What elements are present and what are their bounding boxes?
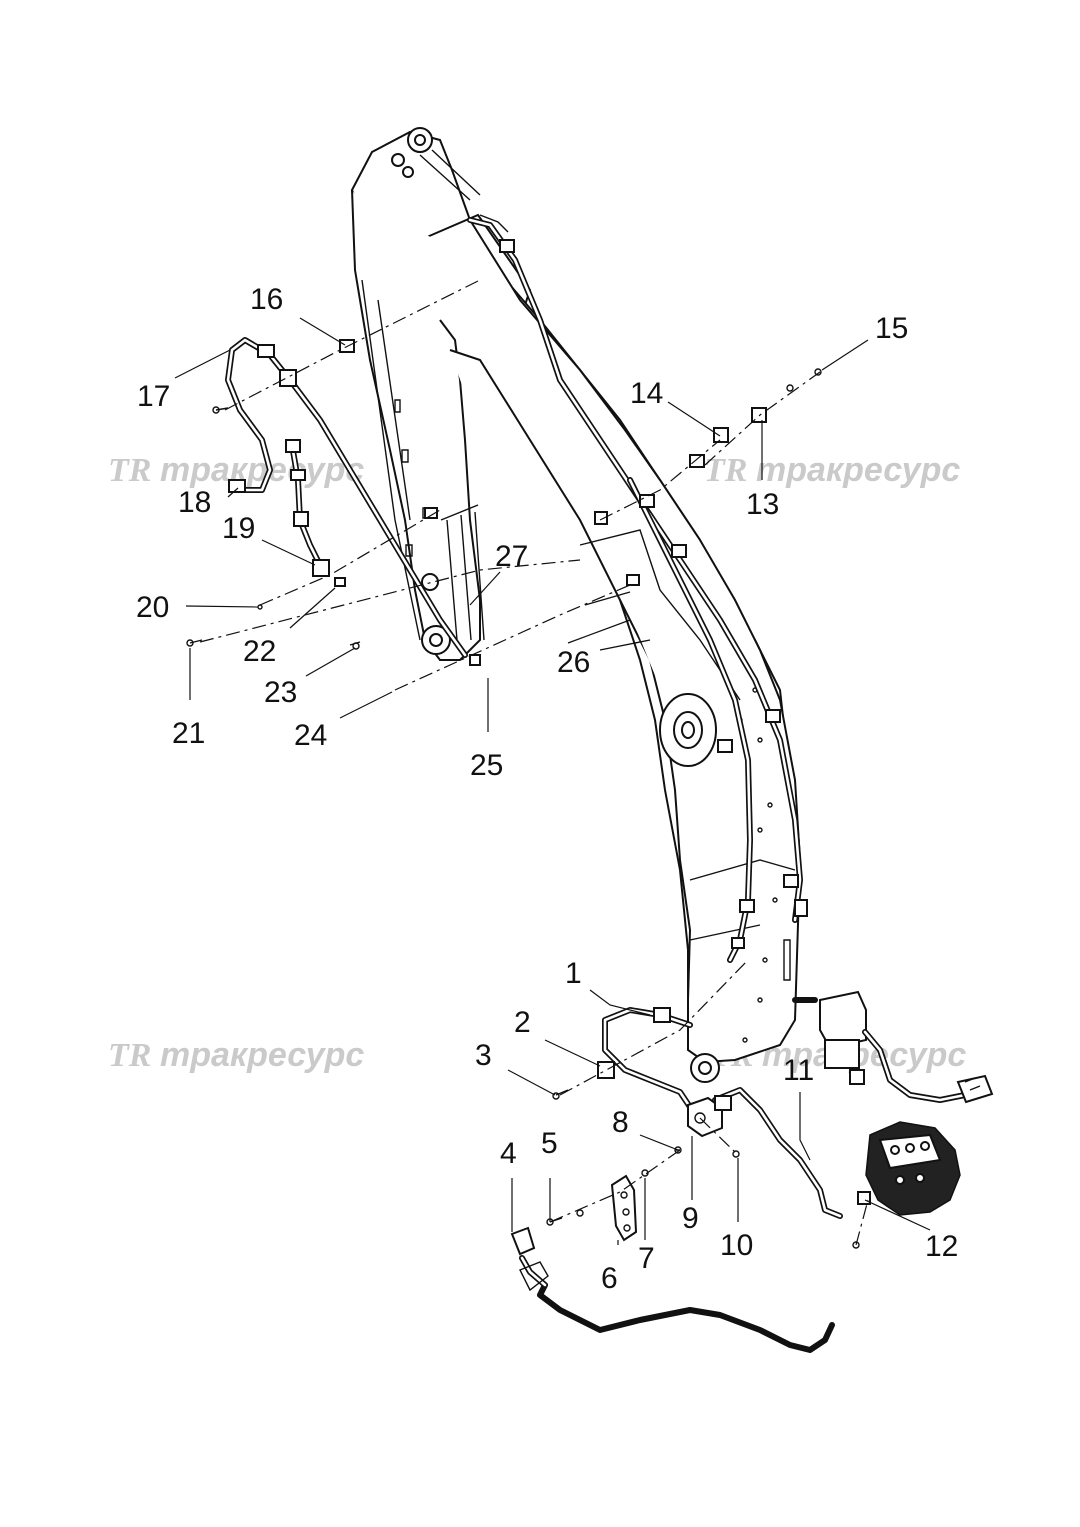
callout-1: 1: [565, 957, 582, 990]
callout-10: 10: [720, 1229, 753, 1262]
callout-23: 23: [264, 676, 297, 709]
watermark-text: тракресурс: [762, 1036, 966, 1074]
callout-6: 6: [601, 1262, 618, 1295]
watermark-text: тракресурс: [756, 451, 960, 489]
watermark-top-left: TR тракресурс: [108, 451, 364, 489]
callout-20: 20: [136, 591, 169, 624]
assembly-centerlines: [199, 279, 869, 1246]
leader-lines: [174, 317, 931, 1245]
callout-11: 11: [783, 1054, 814, 1087]
callout-15: 15: [875, 312, 908, 345]
callout-13: 13: [746, 488, 779, 521]
upper-right-clamps: [594, 368, 822, 525]
callout-5: 5: [541, 1127, 558, 1160]
watermark-logo: TR: [704, 452, 747, 489]
upper-left-hose-assembly: [186, 337, 481, 666]
callout-24: 24: [294, 719, 327, 752]
watermark-logo: TR: [108, 452, 151, 489]
clamp-13: [751, 407, 767, 423]
callout-8: 8: [612, 1106, 629, 1139]
excavator-boom: [350, 127, 802, 1083]
callout-14: 14: [630, 377, 663, 410]
watermark-text: тракресурс: [160, 1036, 364, 1074]
callout-3: 3: [475, 1039, 492, 1072]
callout-16: 16: [250, 283, 283, 316]
callout-19: 19: [222, 512, 255, 545]
lower-hose-assembly: [510, 990, 994, 1353]
callout-9: 9: [682, 1202, 699, 1235]
callout-25: 25: [470, 749, 503, 782]
watermark-bottom-left: TR тракресурс: [108, 1036, 364, 1074]
callout-labels: 1 2 3 4 5 6 7 8 9 10 11 12 13 14 15 16 1…: [136, 283, 958, 1295]
callout-17: 17: [137, 380, 170, 413]
callout-12: 12: [925, 1230, 958, 1263]
callout-4: 4: [500, 1137, 517, 1170]
clamp-14: [713, 427, 729, 443]
callout-26: 26: [557, 646, 590, 679]
callout-18: 18: [178, 486, 211, 519]
callout-27: 27: [495, 540, 528, 573]
callout-22: 22: [243, 635, 276, 668]
watermark-logo: TR: [108, 1037, 151, 1074]
callout-21: 21: [172, 717, 205, 750]
watermark-top-right: TR тракресурс: [704, 451, 960, 489]
callout-7: 7: [638, 1242, 655, 1275]
boom-hydraulic-lines: [467, 217, 808, 963]
callout-2: 2: [514, 1006, 531, 1039]
